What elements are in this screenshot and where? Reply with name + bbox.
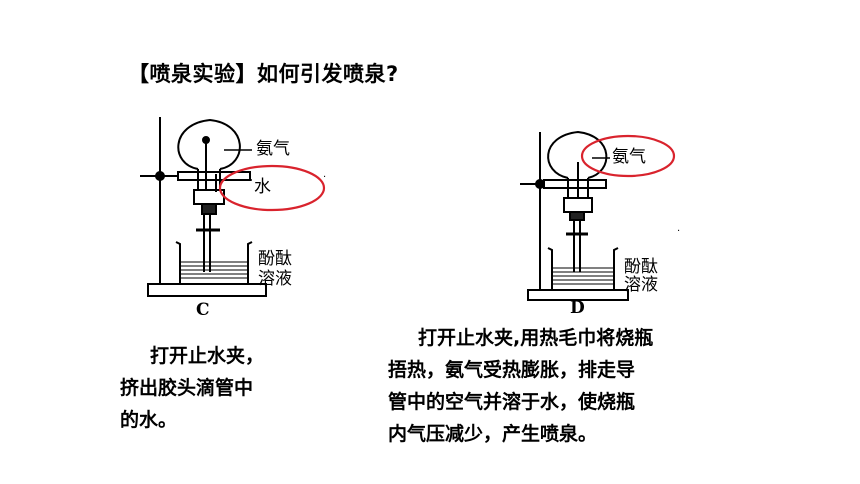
explanation-c-line-2: 挤出胶头滴管中 [120, 377, 254, 399]
explanation-d-line-1: 打开止水夹,用热毛巾将烧瓶 [418, 327, 654, 349]
label-phenolphthalein-d-1: 酚酞 [624, 257, 658, 277]
explanation-c-line-3: 的水。 [120, 409, 178, 431]
apparatus-d-drawing [520, 130, 676, 301]
label-ammonia-c: 氨气 [256, 139, 290, 159]
explanation-d-line-3: 管中的空气并溶于水，使烧瓶 [388, 391, 636, 413]
apparatus-diagram-c: 氨气 水 酚酞 溶液 C [130, 112, 330, 320]
explanation-d-line-4: 内气压减少，产生喷泉。 [388, 423, 598, 445]
explanation-c-line-1: 打开止水夹， [150, 345, 265, 367]
label-phenolphthalein-c-1: 酚酞 [258, 249, 292, 269]
label-phenolphthalein-c-2: 溶液 [258, 269, 292, 289]
explanation-c: 打开止水夹， 挤出胶头滴管中 的水。 [120, 340, 320, 436]
apparatus-diagram-d: 氨气 酚酞 溶液 D [510, 122, 690, 318]
explanation-d-line-2: 捂热，氨气受热膨胀，排走导 [388, 359, 636, 381]
highlight-ellipse-water [218, 164, 326, 212]
stray-dot-1: · [323, 172, 327, 183]
label-water-c: 水 [254, 177, 271, 197]
caption-d: D [570, 298, 585, 318]
slide-title: 【喷泉实验】如何引发喷泉? [128, 62, 399, 86]
label-phenolphthalein-d-2: 溶液 [624, 275, 658, 295]
apparatus-c-drawing [140, 117, 326, 297]
explanation-d: 打开止水夹,用热毛巾将烧瓶 捂热，氨气受热膨胀，排走导 管中的空气并溶于水，使烧… [388, 322, 728, 450]
highlight-ellipse-ammonia [580, 134, 676, 178]
stray-dot-2: · [677, 226, 681, 237]
label-ammonia-d: 氨气 [612, 147, 646, 167]
caption-c: C [196, 300, 210, 320]
